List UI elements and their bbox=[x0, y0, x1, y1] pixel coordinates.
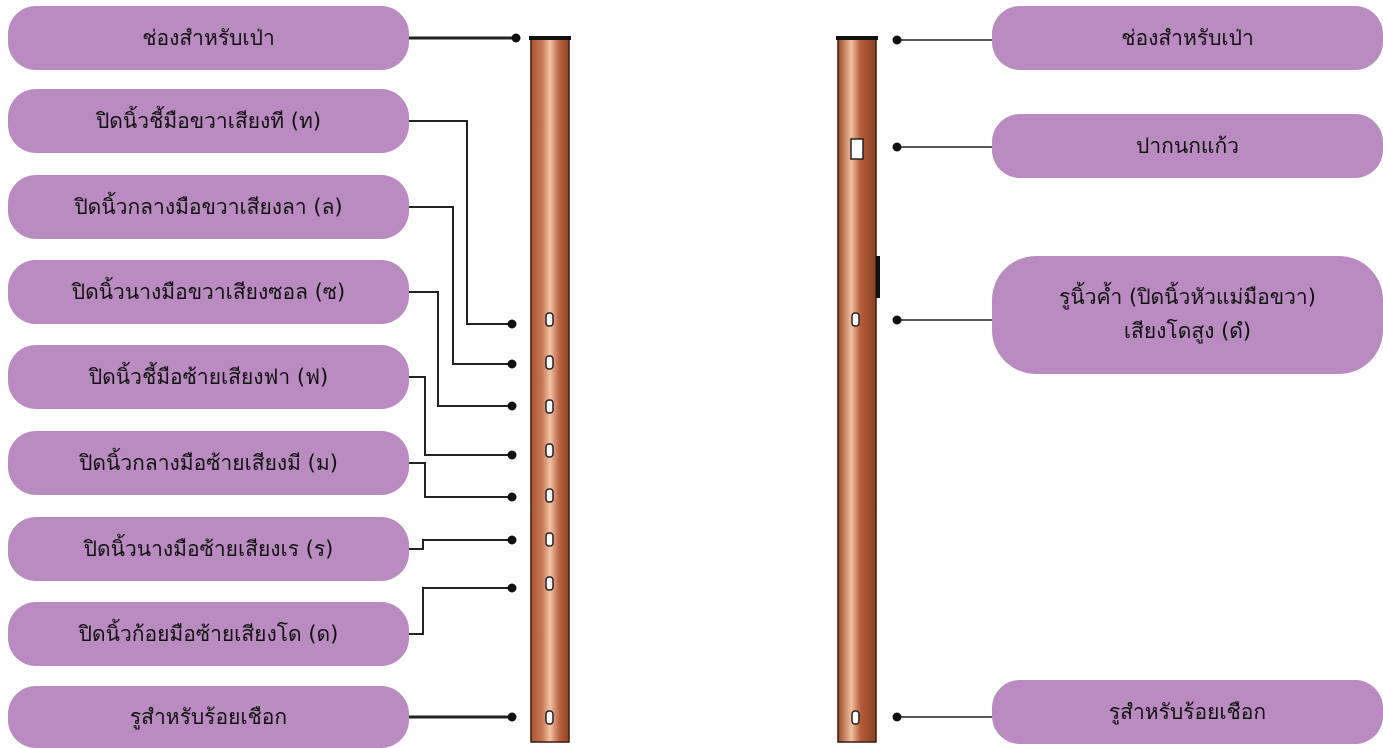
label-text: ช่องสำหรับเป่า bbox=[142, 25, 275, 50]
label-text-line1: รูนิ้วค้ำ (ปิดนิ้วหัวแม่มือขวา) bbox=[1059, 285, 1316, 310]
label-blow-hole: ช่องสำหรับเป่า bbox=[8, 6, 409, 70]
leader-line bbox=[409, 120, 512, 325]
back-leader-lines bbox=[897, 39, 992, 718]
front-flute-body bbox=[530, 37, 570, 743]
thumb-hole bbox=[851, 312, 860, 327]
leader-line bbox=[409, 462, 512, 498]
fipple-window bbox=[850, 138, 864, 160]
label-text: ปิดนิ้วนางมือซ้ายเสียงเร (ร) bbox=[83, 536, 334, 561]
fipple-block-edge bbox=[876, 256, 880, 298]
label-text-line2: เสียงโดสูง (ดํ) bbox=[1123, 319, 1252, 343]
back-leader-dots bbox=[892, 35, 902, 722]
label-text: รูสำหรับร้อยเชือก bbox=[1108, 699, 1267, 724]
label-left-pinky-do: ปิดนิ้วก้อยมือซ้ายเสียงโด (ด) bbox=[8, 602, 409, 666]
leader-line bbox=[409, 587, 512, 635]
finger-hole bbox=[545, 399, 554, 414]
label-text: ปิดนิ้วกลางมือซ้ายเสียงมี (ม) bbox=[79, 450, 338, 475]
leader-dot bbox=[507, 450, 517, 460]
leader-dot bbox=[507, 319, 517, 329]
label-right-index-ti: ปิดนิ้วชี้มือขวาเสียงที (ท) bbox=[8, 89, 409, 153]
label-text: ปิดนิ้วชี้มือซ้ายเสียงฟา (ฟ) bbox=[88, 364, 329, 389]
label-text: ปิดนิ้วก้อยมือซ้ายเสียงโด (ด) bbox=[78, 621, 339, 646]
front-flute-cap bbox=[529, 36, 571, 40]
finger-hole bbox=[545, 576, 554, 591]
finger-hole bbox=[545, 532, 554, 547]
back-label-thumb-hole: รูนิ้วค้ำ (ปิดนิ้วหัวแม่มือขวา) เสียงโดส… bbox=[992, 256, 1383, 374]
label-left-middle-mi: ปิดนิ้วกลางมือซ้ายเสียงมี (ม) bbox=[8, 431, 409, 495]
leader-dot bbox=[511, 33, 521, 43]
finger-hole bbox=[545, 312, 554, 327]
label-text: ปิดนิ้วนางมือขวาเสียงซอล (ซ) bbox=[71, 279, 346, 304]
leader-dot bbox=[892, 142, 902, 152]
leader-dot bbox=[507, 712, 517, 722]
string-hole bbox=[545, 710, 554, 725]
leader-line bbox=[409, 376, 512, 456]
label-text: ปากนกแก้ว bbox=[1136, 133, 1239, 158]
leader-dot bbox=[507, 401, 517, 411]
leader-dot bbox=[892, 712, 902, 722]
front-leader-lines bbox=[409, 36, 516, 719]
leader-dot bbox=[507, 583, 517, 593]
label-text: รูสำหรับร้อยเชือก bbox=[129, 704, 288, 729]
finger-hole bbox=[545, 355, 554, 370]
back-label-string-hole: รูสำหรับร้อยเชือก bbox=[992, 680, 1383, 744]
label-left-ring-re: ปิดนิ้วนางมือซ้ายเสียงเร (ร) bbox=[8, 517, 409, 581]
finger-hole bbox=[545, 488, 554, 503]
label-right-middle-la: ปิดนิ้วกลางมือขวาเสียงลา (ล) bbox=[8, 175, 409, 239]
leader-dot bbox=[892, 315, 902, 325]
leader-dot bbox=[507, 492, 517, 502]
label-text: ช่องสำหรับเป่า bbox=[1121, 25, 1254, 50]
leader-dot bbox=[507, 535, 517, 545]
label-text: ปิดนิ้วกลางมือขวาเสียงลา (ล) bbox=[74, 194, 343, 219]
leader-dot bbox=[507, 359, 517, 369]
label-string-hole: รูสำหรับร้อยเชือก bbox=[8, 686, 409, 748]
label-text: ปิดนิ้วชี้มือขวาเสียงที (ท) bbox=[95, 108, 322, 133]
back-flute bbox=[836, 36, 880, 743]
back-label-fipple: ปากนกแก้ว bbox=[992, 114, 1383, 178]
front-leader-dots bbox=[507, 33, 521, 722]
back-label-blow-hole: ช่องสำหรับเป่า bbox=[992, 6, 1383, 70]
leader-line bbox=[409, 291, 512, 407]
leader-dot bbox=[892, 35, 902, 45]
leader-line bbox=[409, 539, 512, 550]
front-flute bbox=[529, 36, 571, 743]
leader-line bbox=[409, 206, 512, 365]
string-hole bbox=[851, 710, 860, 725]
back-flute-cap bbox=[836, 36, 878, 40]
label-right-ring-sol: ปิดนิ้วนางมือขวาเสียงซอล (ซ) bbox=[8, 260, 409, 324]
label-left-index-fa: ปิดนิ้วชี้มือซ้ายเสียงฟา (ฟ) bbox=[8, 345, 409, 409]
finger-hole bbox=[545, 443, 554, 458]
